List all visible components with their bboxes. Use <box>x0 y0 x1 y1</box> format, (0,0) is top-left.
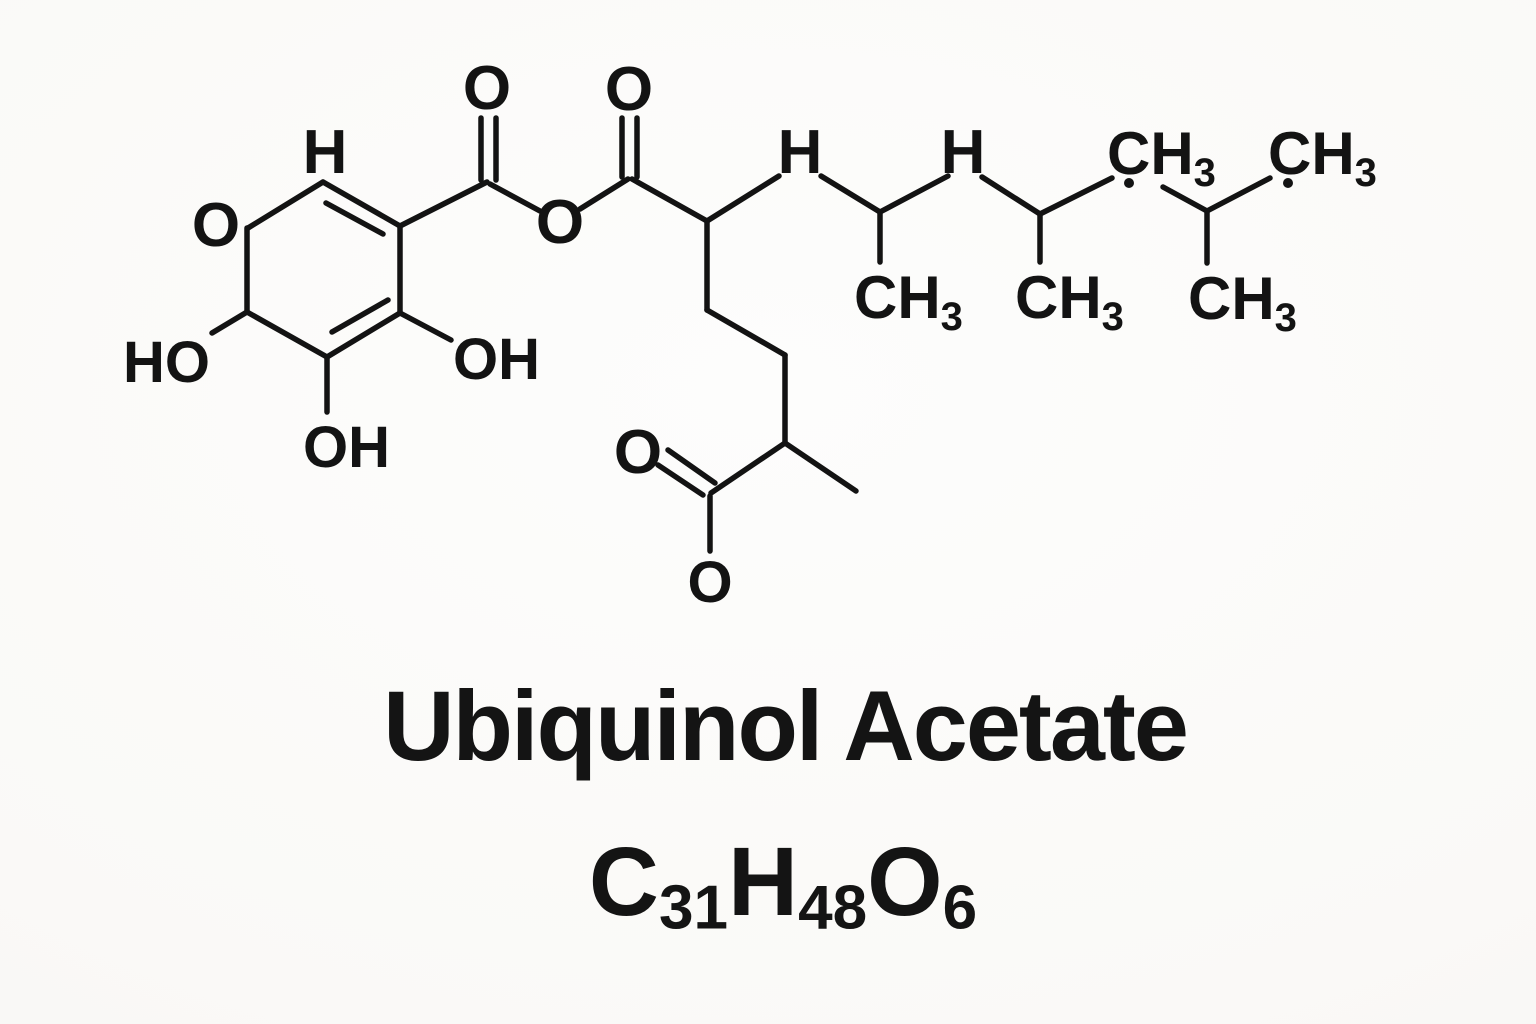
bond-end-dot <box>1124 178 1134 188</box>
bond <box>323 200 386 237</box>
atom-label-carboxylate-oxygen: O <box>687 550 732 615</box>
bond <box>629 176 710 224</box>
bond-end-dot <box>1283 178 1293 188</box>
bond <box>245 179 326 231</box>
bond <box>877 173 951 215</box>
bond <box>329 297 391 335</box>
bond <box>1204 175 1273 214</box>
atom-label-ring-oxygen: O <box>192 191 240 260</box>
bond <box>324 310 403 360</box>
formula-element: C <box>588 827 659 936</box>
bond <box>397 179 490 229</box>
bond <box>782 440 859 494</box>
atom-label-carbonyl-oxygen-1: O <box>463 54 511 123</box>
bond <box>487 181 543 214</box>
bond <box>244 309 330 360</box>
bond <box>655 462 706 498</box>
atom-label-hydroxyl-ho-left: HO <box>123 330 210 395</box>
bond <box>1160 184 1210 214</box>
bond <box>708 440 788 496</box>
atom-label-methyl-down-2: CH3 <box>1015 264 1124 339</box>
bond <box>979 174 1043 217</box>
atom-label-hydroxyl-oh-right: OH <box>453 327 540 392</box>
atom-label-methyl-down-3: CH3 <box>1188 265 1297 340</box>
atom-label-carbonyl-oxygen-2: O <box>605 55 653 124</box>
bond <box>665 447 718 486</box>
bond <box>818 173 883 215</box>
atom-label-methyl-down-1: CH3 <box>854 264 963 339</box>
bond <box>704 307 788 358</box>
atom-label-ester-oxygen: O <box>536 188 584 257</box>
formula-element: O <box>867 827 943 936</box>
formula-subscript: 6 <box>942 873 978 943</box>
bond <box>320 179 403 229</box>
atom-label-methyl-top-1: CH3 <box>1107 120 1216 195</box>
bond <box>397 310 454 343</box>
bond <box>209 309 250 336</box>
bond <box>577 176 631 212</box>
bond <box>704 173 782 224</box>
atom-label-chain-h-2: H <box>941 118 986 187</box>
molecular-formula: C31H48O6 <box>589 833 977 940</box>
atom-label-chain-h-1: H <box>778 118 823 187</box>
atom-label-carbonyl-oxygen-3: O <box>614 418 662 487</box>
formula-subscript: 48 <box>798 873 868 943</box>
compound-name: Ubiquinol Acetate <box>383 670 1189 781</box>
atom-label-hydroxyl-oh-bottom: OH <box>303 415 390 480</box>
formula-subscript: 31 <box>658 873 729 943</box>
formula-element: H <box>728 827 799 936</box>
atom-label-ring-top-h: H <box>303 118 348 187</box>
bond <box>1037 175 1115 217</box>
